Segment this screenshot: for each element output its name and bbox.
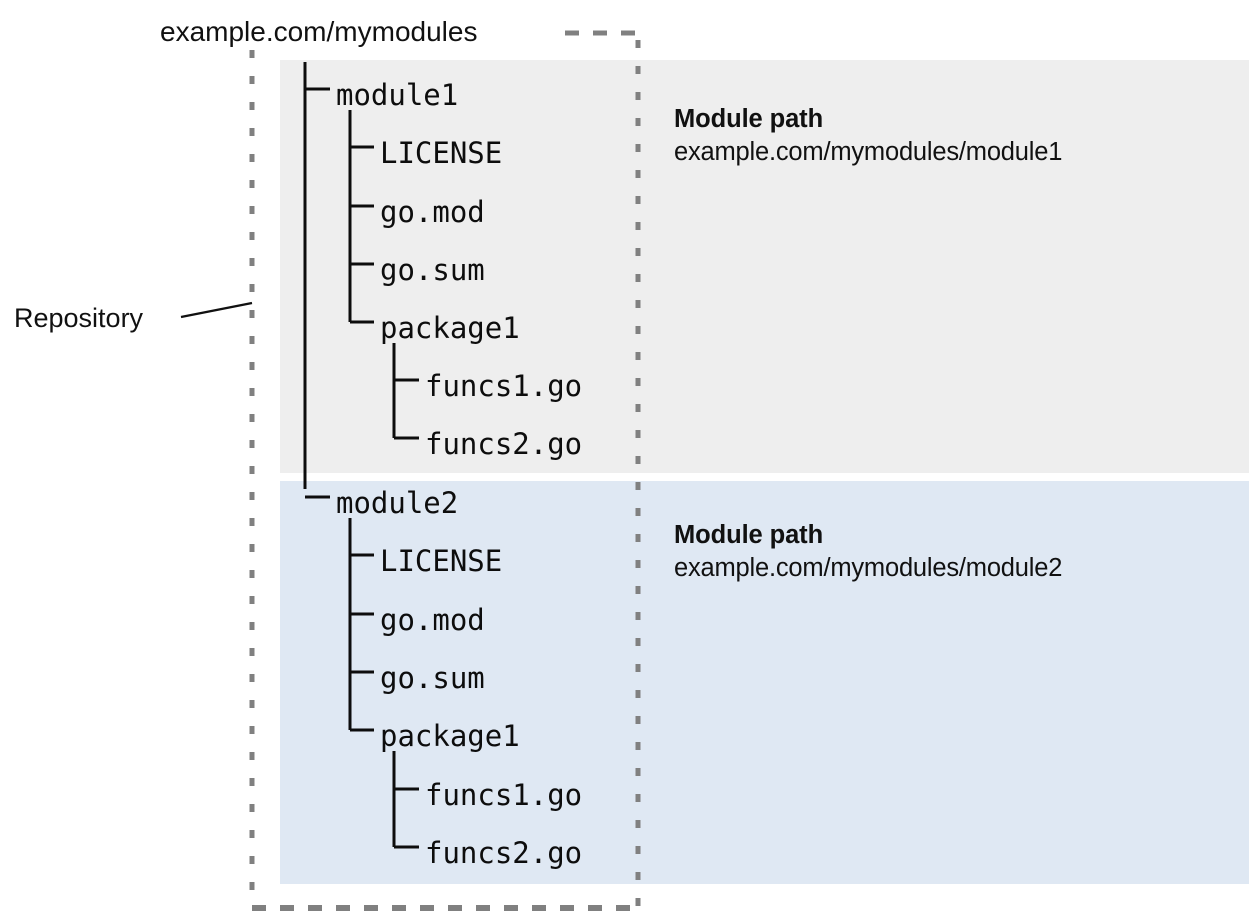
tree-node-LICENSE: LICENSE (380, 544, 503, 578)
module2-region-highlight (280, 481, 1249, 884)
module1-note-path: example.com/mymodules/module1 (674, 138, 1063, 167)
module2-note-path: example.com/mymodules/module2 (674, 554, 1063, 583)
tree-node-go-sum: go.sum (380, 661, 485, 695)
repository-label: Repository (14, 303, 144, 333)
tree-node-module1: module1 (336, 78, 459, 112)
tree-node-go-sum: go.sum (380, 253, 485, 287)
tree-node-module2: module2 (336, 486, 459, 520)
tree-node-package1: package1 (380, 311, 520, 345)
tree-node-LICENSE: LICENSE (380, 136, 503, 170)
module2-note: Module path example.com/mymodules/module… (674, 519, 1214, 585)
tree-node-funcs1-go: funcs1.go (425, 369, 583, 403)
module1-region-highlight (280, 60, 1249, 473)
repository-root-path-label: example.com/mymodules (160, 16, 478, 47)
tree-node-go-mod: go.mod (380, 195, 485, 229)
tree-node-funcs2-go: funcs2.go (425, 836, 583, 870)
module1-note: Module path example.com/mymodules/module… (674, 103, 1214, 169)
module1-note-title: Module path (674, 105, 824, 133)
tree-node-funcs2-go: funcs2.go (425, 427, 583, 461)
tree-node-go-mod: go.mod (380, 603, 485, 637)
tree-node-package1: package1 (380, 719, 520, 753)
tree-node-funcs1-go: funcs1.go (425, 778, 583, 812)
module2-note-title: Module path (674, 521, 824, 549)
